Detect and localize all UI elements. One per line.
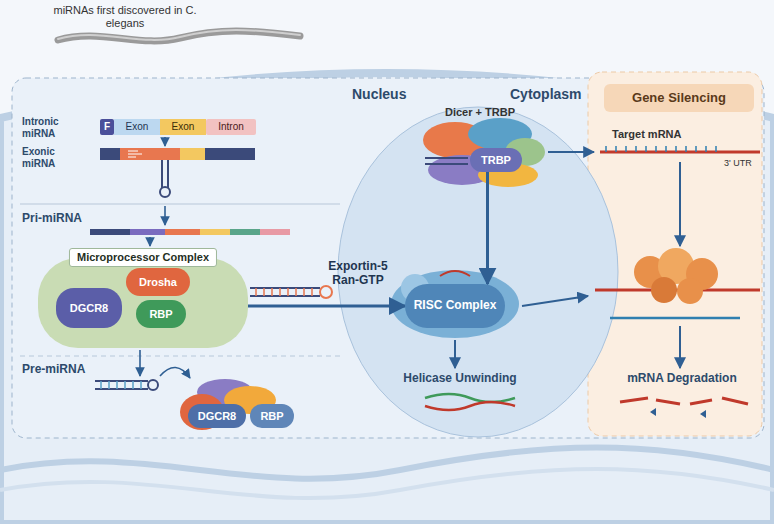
- node-label: F: [104, 121, 110, 133]
- cell-membrane: [0, 73, 774, 524]
- label-text: Target mRNA: [612, 128, 702, 141]
- complex-panel: Microprocessor ComplexDGCR8DroshaRBP: [38, 258, 248, 348]
- text-label: Cytoplasm: [510, 86, 600, 102]
- arrow: [149, 237, 151, 246]
- text-label: mRNA Degradation: [620, 372, 744, 386]
- text-label: Target mRNA: [612, 128, 702, 141]
- label-text: Pre-miRNA: [22, 363, 102, 377]
- ribosome: [595, 248, 760, 318]
- label-text: 3' UTR: [724, 158, 768, 168]
- arrow: [164, 137, 166, 146]
- gene-segment: Intron: [206, 119, 256, 135]
- arrow: [548, 151, 594, 153]
- label-text: mRNA Degradation: [620, 372, 744, 386]
- label-text: Intronic miRNA: [22, 116, 82, 139]
- arrow: [679, 326, 681, 368]
- worm-highlight: [58, 30, 300, 40]
- node-label: RBP: [149, 308, 172, 321]
- pri-mirna-strand: [90, 229, 290, 235]
- connector-arrow: [486, 172, 489, 284]
- arrow: [522, 296, 588, 306]
- label-text: Dicer + TRBP: [430, 106, 530, 119]
- node-label: Exon: [172, 121, 195, 133]
- worm: [58, 31, 300, 41]
- text-label: 3' UTR: [724, 158, 768, 168]
- node-label: RISC Complex: [414, 299, 497, 313]
- panel-title: Microprocessor Complex: [69, 248, 217, 267]
- text-label: Dicer + TRBP: [430, 106, 530, 119]
- node-label: DGCR8: [198, 410, 237, 423]
- membrane-wave: [0, 448, 774, 479]
- cell-panel: [12, 78, 764, 438]
- mrna-fragments: [620, 398, 748, 418]
- risc-blobs: [391, 270, 519, 338]
- divider: [20, 203, 340, 204]
- divider: [20, 356, 340, 357]
- node-label: TRBP: [481, 154, 511, 167]
- label-text: Pri-miRNA: [22, 212, 112, 226]
- arrow: [454, 340, 456, 368]
- dicer-blobs: [423, 118, 545, 187]
- gene-segment: Exon: [114, 119, 160, 135]
- arrow: [139, 350, 141, 376]
- text-label: Exonic miRNA: [22, 146, 82, 169]
- node-label: Gene Silencing: [632, 91, 726, 106]
- protein-blob: RBP: [136, 300, 186, 328]
- hairpin: [95, 380, 158, 390]
- arrow: [164, 206, 166, 225]
- label-text: miRNAs first discovered in C. elegans: [50, 4, 200, 29]
- text-label: Exportin-5 Ran-GTP: [316, 260, 400, 288]
- arrow: [679, 162, 681, 246]
- exonic-gene: [100, 148, 255, 160]
- text-label: Pre-miRNA: [22, 363, 102, 377]
- protein-blob: DGCR8: [188, 404, 246, 428]
- membrane-wave: [0, 469, 774, 498]
- text-label: miRNAs first discovered in C. elegans: [50, 4, 200, 29]
- complex-blob: RISC Complex: [405, 284, 505, 328]
- text-label: Nucleus: [352, 86, 442, 102]
- text-label: Intronic miRNA: [22, 116, 82, 139]
- gene-segment: F: [100, 119, 114, 135]
- protein-blob: TRBP: [470, 148, 522, 172]
- protein-blob: DGCR8: [56, 288, 122, 328]
- hairpin: [160, 160, 170, 197]
- section-header: Gene Silencing: [604, 84, 754, 112]
- hairpin: [250, 286, 332, 298]
- label-text: Exportin-5 Ran-GTP: [316, 260, 400, 288]
- text-label: Helicase Unwinding: [398, 372, 522, 386]
- target-mrna: [600, 146, 760, 152]
- node-label: Drosha: [139, 276, 177, 289]
- label-text: Nucleus: [352, 86, 442, 102]
- protein-blob: RBP: [250, 404, 294, 428]
- unwound-duplex: [425, 394, 515, 410]
- label-text: Cytoplasm: [510, 86, 600, 102]
- gene-segment: Exon: [160, 119, 206, 135]
- node-label: Intron: [218, 121, 244, 133]
- label-text: Exonic miRNA: [22, 146, 82, 169]
- node-label: Exon: [126, 121, 149, 133]
- node-label: RBP: [260, 410, 283, 423]
- connector-arrow: [248, 305, 405, 308]
- arrow: [160, 367, 190, 378]
- protein-blob: Drosha: [126, 268, 190, 296]
- node-label: DGCR8: [70, 302, 109, 315]
- label-text: Helicase Unwinding: [398, 372, 522, 386]
- text-label: Pri-miRNA: [22, 212, 112, 226]
